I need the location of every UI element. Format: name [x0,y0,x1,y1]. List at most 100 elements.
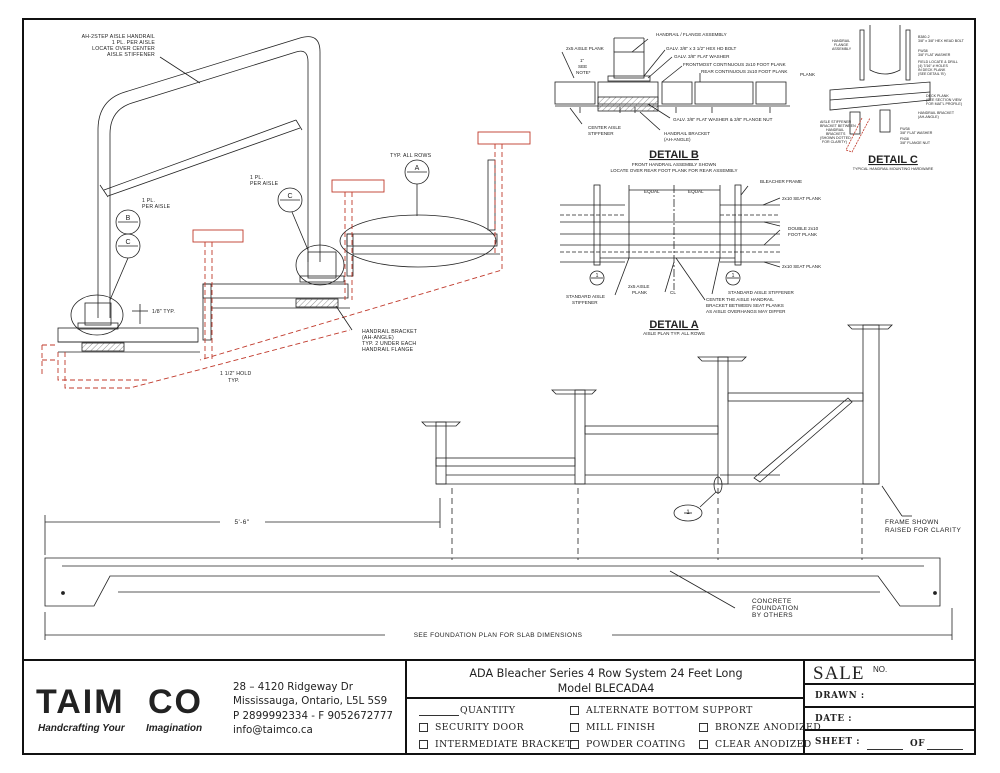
detail-a-drawing [560,184,781,301]
option-security-door[interactable]: SECURITY DOOR [419,722,524,733]
aisle-handrail [97,36,321,318]
detail-a-equal-2: EQUAL [688,189,704,194]
detail-b-label-hex-bolt: GALV. 3/8" x 3 1/2" HEX HD BOLT [666,46,737,51]
detail-a-title: DETAIL A [649,319,698,331]
concrete-note-1: CONCRETE [752,598,792,605]
detail-c-field-4: (SEE DETAIL 'B') [918,72,946,76]
detail-a-center-note-3: AS AISLE OVERHANGS MAY DIFFER [706,309,786,314]
detail-a-center-note-2: BRACKET BETWEEN SEAT PLANKS [706,303,784,308]
bubble-c-mid-leader [291,211,309,251]
handrail-callout-2: 1 PL. PER AISLE [112,40,155,46]
detail-c-bolt-2: 3/8" x 3/8" HEX HEAD BOLT [918,39,965,43]
detail-a-subtitle: AISLE PLAN TYP. ALL ROWS [643,331,705,336]
address-street: 28 – 4120 Ridgeway Dr [233,681,353,693]
date-row[interactable]: DATE : [805,708,974,731]
dimension-5-6-label: 5'-6" [235,519,250,526]
bubble-c-left [115,233,141,259]
sale-number-row[interactable]: SALE NO. [805,661,974,685]
detail-c-flange-3: ASSEMBLY [832,47,852,51]
detail-a-foot-1: DOUBLE 2x10 [788,226,819,231]
per-aisle-mid-1: 1 PL. [250,175,263,181]
company-info-cell: TAIM CO Handcrafting Your Imagination 28… [22,661,407,755]
sale-no-label: NO. [873,665,888,674]
drawn-row[interactable]: DRAWN : [805,685,974,708]
title-block: TAIM CO Handcrafting Your Imagination 28… [22,659,976,755]
detail-b-subtitle-2: LOCATE OVER REAR FOOT PLANK FOR REAR ASS… [610,168,737,173]
option-powder-coating[interactable]: POWDER COATING [570,739,686,750]
bubble-c-left-label: C [125,239,130,246]
handrail-callout-4: AISLE STIFFENER [107,52,155,58]
detail-c-plank: PLANK [800,72,816,77]
hold-dimension-2: TYP. [228,378,240,384]
address-email[interactable]: info@taimco.ca [233,723,313,736]
detail-a-std-stiffener-r: STANDARD AISLE STIFFENER [728,290,794,295]
company-address: 28 – 4120 Ridgeway Dr Mississauga, Ontar… [233,680,393,737]
drawing-sheet-border [22,18,976,755]
sheet-row: SHEET : OF [805,731,974,755]
detail-c-title: DETAIL C [868,154,918,166]
taimco-logo: TAIM CO Handcrafting Your Imagination [36,683,202,734]
logo-tagline-blue: Imagination [146,723,202,734]
clear-anodized-checkbox[interactable] [699,740,708,749]
frame-note-1: FRAME SHOWN [885,519,939,526]
detail-c-stiffener-5: (SHOWN DOTTED [820,136,851,140]
security-door-label: SECURITY DOOR [435,722,524,733]
detail-c-washer-2: 3/8" FLAT WASHER [918,53,951,57]
quantity-blank[interactable] [419,706,459,716]
handrail-callout-3: LOCATE OVER CENTER [92,46,155,52]
sale-info-cell: SALE NO. DRAWN : DATE : SHEET : OF [805,661,974,755]
handrail-callout-leader [159,56,201,84]
sheet-number-blank[interactable] [867,749,903,750]
detail-c-washer-1: FW38 [918,49,928,53]
detail-b-drawing [554,37,790,131]
powder-coating-checkbox[interactable] [570,740,579,749]
detail-c-bolt-1: B380-2 [918,35,930,39]
option-intermediate-bracket[interactable]: INTERMEDIATE BRACKET [419,739,572,750]
detail-b-label-rear: REAR CONTINUOUS 2x10 FOOT PLANK [701,69,788,74]
bubble-c-mid-label: C [287,193,292,200]
typ-all-rows: TYP. ALL ROWS [390,153,432,159]
detail-a-aisle-plank-1: 2x5 AISLE [628,284,649,289]
quantity-label: QUANTITY [460,705,516,716]
per-aisle-mid-2: PER AISLE [250,181,279,187]
detail-b-subtitle-1: FRONT HANDRAIL ASSEMBLY SHOWN [632,162,716,167]
detail-b-label-aisle-plank: 2x5 AISLE PLANK [566,46,605,51]
hold-dimension-1: 1 1/2" HOLD [220,371,251,377]
step-1-deck [57,294,200,353]
detail-c-bracket-1: HANDRAIL BRACKET [918,111,955,115]
project-cell: ADA Bleacher Series 4 Row System 24 Feet… [407,661,821,755]
option-alternate-bottom-support[interactable]: ALTERNATE BOTTOM SUPPORT [570,705,753,716]
detail-c-nut-2: 3/8" FLANGE NUT [900,141,931,145]
detail-c-deck-1: DECK PLANK [926,94,949,98]
sheet-total-blank[interactable] [927,749,963,750]
detail-a-foot-2: FOOT PLANK [788,232,818,237]
detail-b-label-frontmost: FRONTMOST CONTINUOUS 2x10 FOOT PLANK [683,62,787,67]
address-city: Mississauga, Ontario, L5L 5S9 [233,695,388,708]
detail-c-flange-2: FLANGE [834,43,849,47]
bubble-a [404,159,430,185]
intermediate-bracket-checkbox[interactable] [419,740,428,749]
detail-b-note-3: NOTE* [576,70,591,75]
sheet-of-label: OF [910,739,926,749]
step-4-riser [487,159,496,231]
mill-finish-checkbox[interactable] [570,723,579,732]
alternate-bottom-support-checkbox[interactable] [570,706,579,715]
option-mill-finish[interactable]: MILL FINISH [570,722,655,733]
bracket-callout-2: (AH-ANGLE) [362,335,394,341]
quantity-field[interactable]: QUANTITY [419,705,515,716]
detail-c-deck-3: FOR MAT'L PROFILE) [926,102,962,106]
detail-c-bracket-2: (AH-ANGLE) [918,115,939,119]
option-clear-anodized[interactable]: CLEAR ANODIZED [699,739,812,750]
detail-a-equal-1: EQUAL [644,189,660,194]
detail-a-centerline: CL [670,290,676,295]
detail-c-flange-1: HANDRAIL [832,39,850,43]
detail-c-stiffener-4: BRACKETS [826,132,846,136]
engineering-drawing: AH-2STEP AISLE HANDRAIL 1 PL. PER AISLE … [41,25,965,640]
concrete-note-3: BY OTHERS [752,612,793,619]
bronze-anodized-checkbox[interactable] [699,723,708,732]
option-bronze-anodized[interactable]: BRONZE ANODIZED [699,722,821,733]
security-door-checkbox[interactable] [419,723,428,732]
detail-a-bubble-left: 1 [596,273,599,279]
bubble-c-leader [109,257,129,301]
detail-c-stiffener-2: BRACKET BETWEEN [820,124,856,128]
